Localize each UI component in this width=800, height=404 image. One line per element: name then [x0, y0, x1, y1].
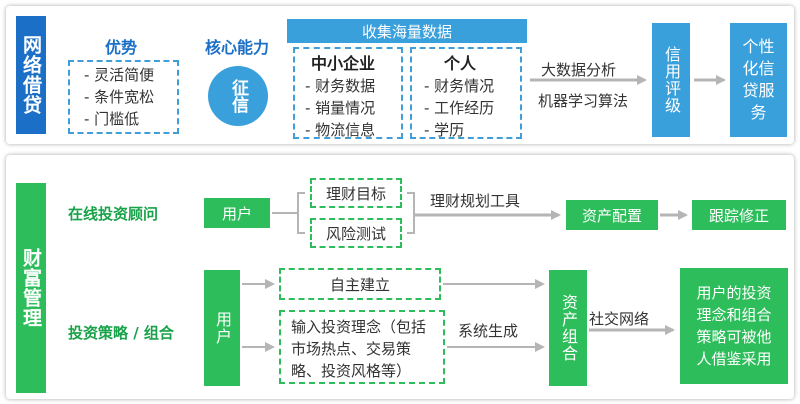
- sme-title: 中小企业: [311, 54, 376, 73]
- personal-item: - 学历: [424, 121, 465, 139]
- sme-box: 中小企业 - 财务数据 - 销量情况 - 物流信息: [293, 47, 403, 139]
- wealth-side-label: 财富管理: [16, 183, 46, 393]
- advantage-item: - 灵活简便: [84, 66, 155, 84]
- input-concept-text: 输入投资理念（包括市场热点、交易策略、投资风格等）: [291, 318, 427, 380]
- personal-title: 个人: [444, 54, 477, 73]
- credit-circle: 征信: [208, 66, 268, 126]
- advantages-box: - 灵活简便 - 条件宽松 - 门槛低: [68, 60, 179, 134]
- self-build-box: 自主建立: [279, 268, 441, 300]
- advantages-title: 优势: [104, 38, 137, 57]
- credit-side-label: 网络借贷: [16, 16, 46, 134]
- tracking-box: 跟踪修正: [692, 200, 786, 230]
- advantage-item: - 门槛低: [84, 110, 140, 128]
- core-ability-title: 核心能力: [204, 38, 269, 57]
- portfolio-box: 资产组合: [549, 270, 587, 386]
- credit-circle-label: 征信: [228, 79, 248, 113]
- risk-box: 风险测试: [310, 218, 402, 248]
- credit-service-box: 个性化信贷服务: [730, 23, 787, 137]
- collect-header: 收集海量数据: [287, 19, 527, 43]
- planning-tool-label: 理财规划工具: [430, 192, 521, 210]
- system-generate-label: 系统生成: [458, 322, 519, 340]
- result-box: 用户的投资理念和组合策略可被他人借鉴采用: [680, 268, 788, 384]
- result-text: 用户的投资理念和组合策略可被他人借鉴采用: [696, 284, 772, 368]
- sme-item: - 财务数据: [305, 77, 376, 95]
- goal-box: 理财目标: [310, 178, 402, 208]
- credit-rating-box: 信用评级: [652, 23, 690, 137]
- personal-item: - 财务情况: [424, 77, 495, 95]
- sme-item: - 销量情况: [305, 99, 376, 117]
- bracket-left: [297, 192, 305, 234]
- personal-box: 个人 - 财务情况 - 工作经历 - 学历: [410, 47, 522, 139]
- advantage-item: - 条件宽松: [84, 88, 155, 106]
- input-concept-box: 输入投资理念（包括市场热点、交易策略、投资风格等）: [279, 310, 445, 384]
- sme-item: - 物流信息: [305, 121, 376, 139]
- personal-item: - 工作经历: [424, 99, 495, 117]
- credit-service-label: 个性化信贷服务: [742, 37, 775, 122]
- social-network-label: 社交网络: [589, 310, 650, 328]
- analysis-top-label: 大数据分析: [541, 61, 617, 79]
- asset-allocation-box: 资产配置: [566, 200, 658, 230]
- strategy-title: 投资策略 / 组合: [68, 324, 174, 342]
- bracket-right: [407, 192, 415, 234]
- strategy-user-box: 用户: [204, 270, 240, 386]
- analysis-bottom-label: 机器学习算法: [538, 92, 629, 110]
- advisor-title: 在线投资顾问: [68, 205, 159, 223]
- advisor-user-box: 用户: [204, 198, 270, 228]
